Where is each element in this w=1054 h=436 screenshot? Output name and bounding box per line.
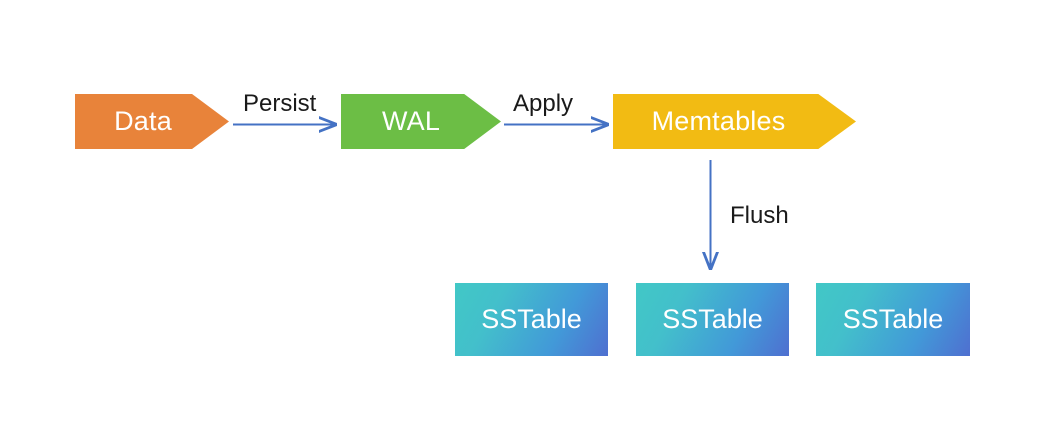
node-memtables[interactable]: Memtables bbox=[613, 94, 856, 149]
node-memtables-label: Memtables bbox=[651, 106, 786, 136]
node-data-label: Data bbox=[114, 106, 172, 136]
node-wal-label: WAL bbox=[381, 106, 441, 136]
node-sstable-2[interactable]: SSTable bbox=[636, 283, 789, 356]
edge-label-apply: Apply bbox=[513, 90, 574, 117]
node-sstable-3[interactable]: SSTable bbox=[816, 283, 970, 356]
node-sstable-2-label: SSTable bbox=[662, 304, 763, 334]
node-sstable-3-label: SSTable bbox=[842, 304, 944, 334]
edge-label-persist: Persist bbox=[243, 90, 317, 117]
node-sstable-1[interactable]: SSTable bbox=[455, 283, 608, 356]
node-sstable-1-label: SSTable bbox=[481, 304, 582, 334]
node-data[interactable]: Data bbox=[75, 94, 229, 149]
node-wal[interactable]: WAL bbox=[341, 94, 501, 149]
edge-label-flush: Flush bbox=[730, 202, 789, 229]
